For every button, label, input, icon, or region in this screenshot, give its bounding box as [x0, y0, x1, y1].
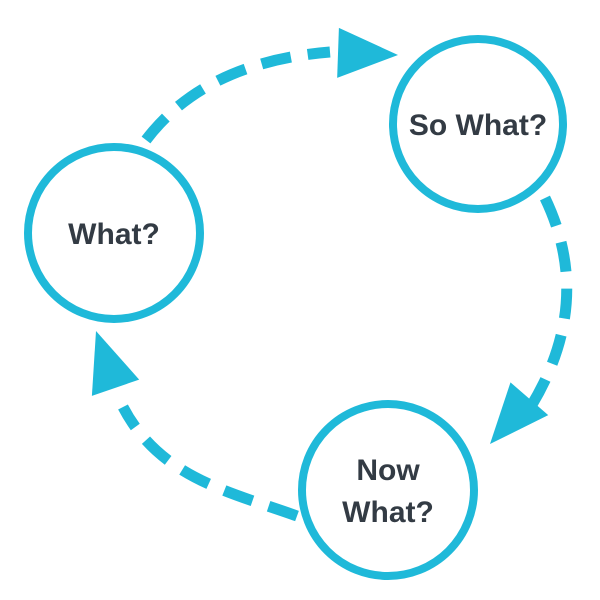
node-now-what-label-line2: What? — [342, 496, 434, 529]
node-now-what-label-line1: Now — [356, 454, 420, 487]
node-so-what-label: So What? — [409, 109, 547, 142]
node-now-what-circle — [298, 400, 478, 580]
arrow-sowhat-to-nowwhat-line — [525, 195, 573, 411]
arrow-sowhat-to-nowwhat — [490, 195, 573, 444]
node-now-what: Now What? — [298, 400, 478, 580]
arrow-sowhat-to-nowwhat-head-icon — [490, 382, 549, 444]
node-what: What? — [24, 143, 204, 323]
node-so-what-circle — [389, 35, 567, 213]
node-so-what: So What? — [389, 35, 567, 213]
node-what-label: What? — [68, 218, 160, 251]
arrow-what-to-sowhat-line — [141, 46, 331, 144]
arrow-nowwhat-to-what-head-icon — [91, 331, 140, 396]
arrow-what-to-sowhat-head-icon — [337, 27, 398, 78]
node-what-circle — [24, 143, 204, 323]
arrow-what-to-sowhat — [141, 27, 398, 144]
arrow-nowwhat-to-what-line — [118, 404, 299, 522]
arrow-nowwhat-to-what — [91, 331, 299, 522]
